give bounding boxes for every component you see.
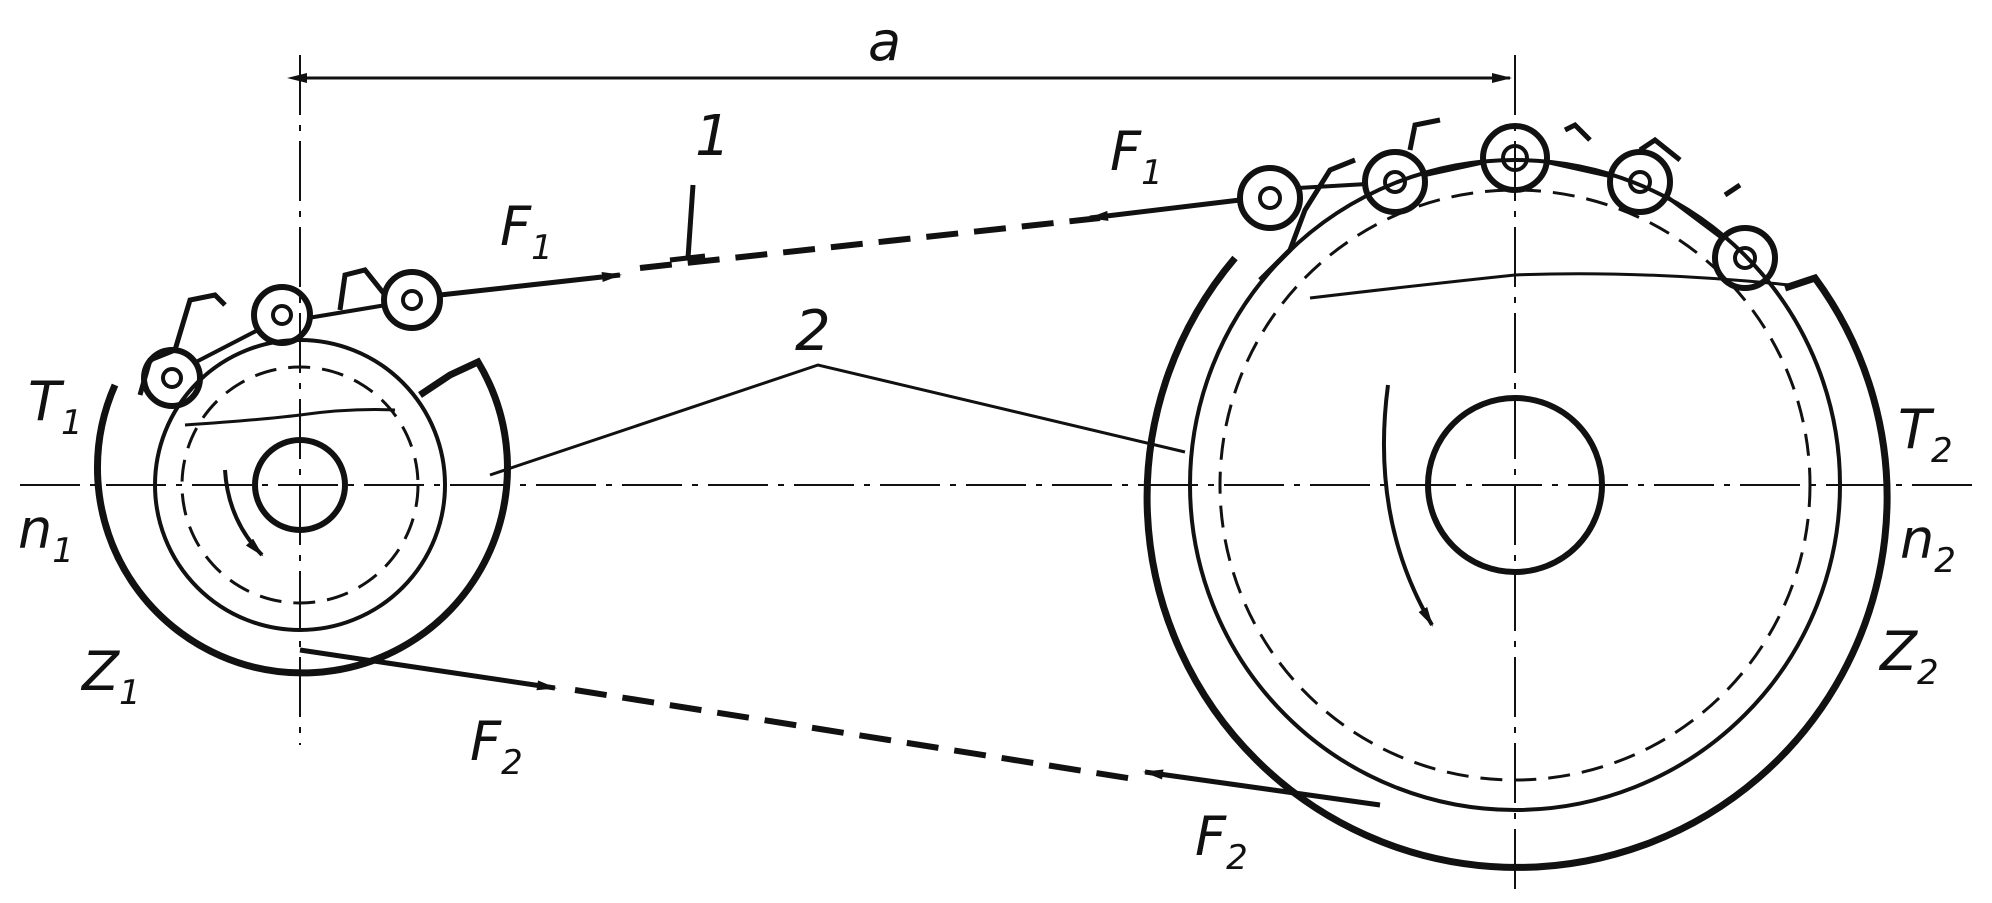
left-torque-label: T1	[28, 370, 83, 443]
right-sprocket-root-circle	[1188, 158, 1842, 812]
sprocket-number-label: 2	[795, 299, 831, 364]
roller-pin	[271, 304, 293, 326]
chain-branches	[299, 197, 1381, 808]
roller	[381, 269, 443, 331]
roller	[1607, 149, 1673, 215]
chain-number-label: 1	[695, 104, 731, 169]
sprocket-leader	[489, 363, 1186, 477]
force-slack-left-label: F2	[470, 710, 523, 783]
left-teeth-label: Z1	[80, 640, 141, 713]
roller	[1237, 165, 1303, 231]
center-distance-label: a	[868, 10, 901, 73]
left-sprocket-hub	[252, 437, 348, 533]
right-sprocket-hub	[1425, 395, 1605, 575]
left-sprocket-pitch-circle	[180, 365, 420, 605]
right-rotation-arrow	[1382, 384, 1434, 627]
right-chain-rollers	[1237, 123, 1778, 291]
force-tight-right-label: F1	[1110, 120, 1163, 193]
lower-branch-left-solid	[299, 647, 557, 691]
chain-leader	[669, 184, 706, 263]
center-lines	[20, 55, 1980, 895]
roller-pin	[401, 289, 423, 311]
roller	[141, 347, 203, 409]
left-rotation-arrow	[223, 469, 264, 557]
right-torque-label: T2	[1898, 398, 1953, 471]
upper-branch-right-solid	[1088, 197, 1241, 221]
roller-pin	[1258, 186, 1282, 210]
force-slack-right-label: F2	[1195, 805, 1248, 878]
right-sprocket-teeth	[1258, 117, 1742, 282]
right-sprocket-break-line	[1309, 272, 1791, 300]
right-sprocket	[1143, 117, 1891, 871]
roller	[1480, 123, 1550, 193]
left-speed-label: n1	[18, 498, 74, 571]
right-sprocket-outline	[1143, 255, 1891, 871]
right-speed-label: n2	[1900, 508, 1956, 581]
roller	[1712, 225, 1778, 291]
force-tight-left-label: F1	[500, 195, 553, 268]
upper-branch-dashed	[639, 215, 1101, 271]
roller-pin	[1383, 170, 1407, 194]
right-sprocket-pitch-circle	[1218, 188, 1812, 782]
roller	[251, 284, 313, 346]
roller-pin	[1733, 246, 1757, 270]
lower-branch-dashed	[574, 687, 1141, 783]
left-sprocket-break-line	[184, 408, 396, 427]
roller-pin	[1501, 144, 1529, 172]
upper-branch-left-solid	[439, 272, 622, 298]
left-chain-links	[195, 303, 387, 364]
roller	[1362, 149, 1428, 215]
roller-pin	[1628, 170, 1652, 194]
lower-branch-right-solid	[1143, 769, 1381, 808]
roller-pin	[161, 367, 183, 389]
right-teeth-label: Z2	[1878, 620, 1939, 693]
right-chain-links	[1297, 160, 1724, 240]
left-chain-rollers	[141, 269, 443, 409]
